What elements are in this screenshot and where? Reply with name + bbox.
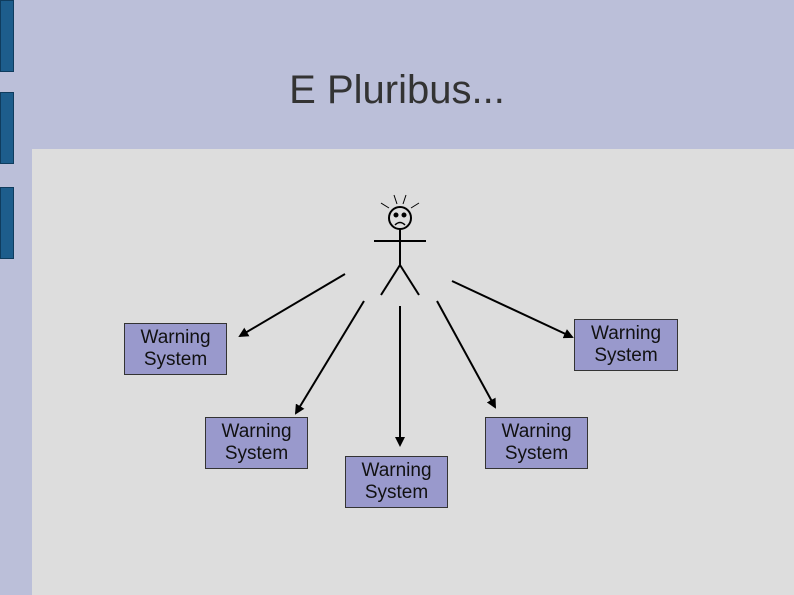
warning-system-label: Warning System bbox=[361, 460, 432, 503]
warning-system-box: Warning System bbox=[345, 456, 448, 508]
slide-edge-tab-2 bbox=[0, 92, 14, 164]
warning-system-box: Warning System bbox=[124, 323, 227, 375]
alarmed-person-icon bbox=[374, 194, 426, 296]
warning-system-box: Warning System bbox=[485, 417, 588, 469]
warning-system-box: Warning System bbox=[205, 417, 308, 469]
warning-system-label: Warning System bbox=[140, 327, 211, 370]
warning-system-box: Warning System bbox=[574, 319, 678, 371]
slide-edge-tab-1 bbox=[0, 0, 14, 72]
slide-title: E Pluribus... bbox=[289, 68, 505, 112]
warning-system-label: Warning System bbox=[590, 323, 662, 366]
arrow-to-warning-system-5 bbox=[451, 280, 574, 339]
arrow-to-warning-system-1 bbox=[238, 273, 346, 338]
warning-system-label: Warning System bbox=[501, 421, 572, 464]
arrow-to-warning-system-4 bbox=[436, 300, 496, 409]
arrow-to-warning-system-2 bbox=[294, 300, 365, 415]
slide-edge-tab-3 bbox=[0, 187, 14, 259]
warning-system-label: Warning System bbox=[221, 421, 292, 464]
